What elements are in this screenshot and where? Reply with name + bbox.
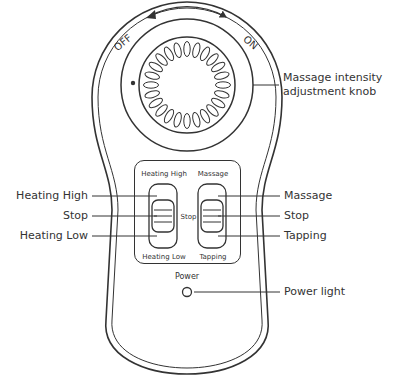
knob: [139, 37, 235, 133]
callout-label: Stop: [63, 209, 88, 223]
slider-ridges: [154, 210, 221, 222]
switch-label: Tapping: [199, 253, 226, 261]
switch-panel: Heating High MassageStopHeating Low Tappin…: [134, 160, 241, 264]
knob-dot: [131, 81, 135, 85]
callout-label: Stop: [284, 209, 309, 223]
switch-label: Massage: [198, 170, 229, 178]
callout-label: Heating High: [16, 189, 88, 203]
callout-label: Massage intensity adjustment knob: [283, 71, 391, 99]
power-light: [183, 288, 192, 297]
switch-label: Heating Low: [142, 253, 185, 261]
switch-label: Heating High: [141, 170, 187, 178]
knob-grip: [144, 42, 231, 129]
leader-lines: [92, 85, 280, 292]
remote-inner-edge: [98, 8, 276, 368]
arrow-head-left: [146, 10, 156, 19]
rotation-arrow: [148, 7, 226, 17]
callout-label: Power light: [284, 285, 345, 299]
callout-label: Tapping: [284, 229, 327, 243]
power-label: Power: [175, 272, 199, 282]
callout-label: Heating Low: [20, 229, 88, 243]
remote-body: [92, 2, 282, 374]
callout-label: Massage: [284, 189, 332, 203]
switch-label: Stop: [181, 213, 197, 221]
knob-ring: [121, 19, 253, 151]
